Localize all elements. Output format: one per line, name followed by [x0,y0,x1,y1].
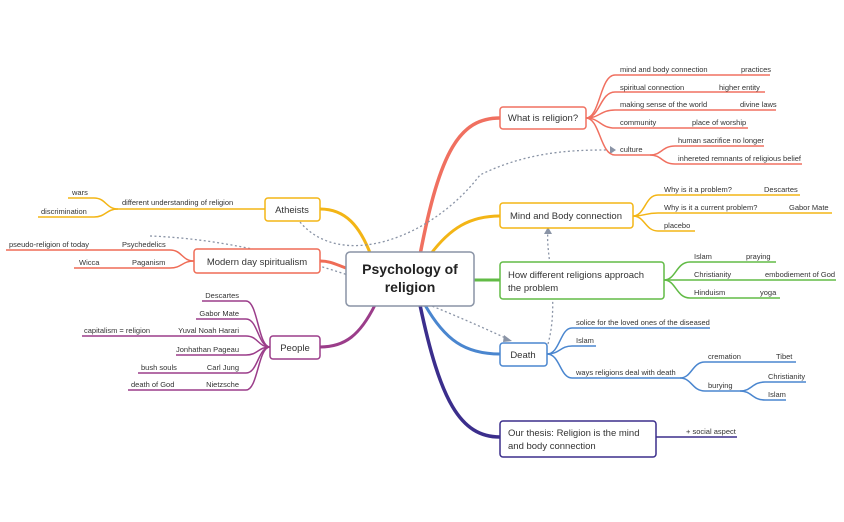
religion-item-5-sub-1[interactable]: human sacrifice no longer [678,136,764,145]
modern-item-psychedelics-sub[interactable]: pseudo-religion of today [9,240,89,249]
branch-death [423,303,502,356]
topic-mind-body[interactable]: Mind and Body connection [499,202,634,229]
religions-item-islam-sub[interactable]: praying [746,252,771,261]
topic-modern-spiritualism[interactable]: Modern day spiritualism [193,248,321,274]
relation-death-mindbody [546,231,554,345]
branch-thesis [418,303,502,439]
people-item-nietzsche[interactable]: Nietzsche [206,380,239,389]
religions-item-hinduism-sub[interactable]: yoga [760,288,777,297]
branch-what-is-religion [418,116,502,257]
relation-atheists-culture [299,149,609,247]
religions-item-islam[interactable]: Islam [694,252,712,261]
atheists-sub-discrimination[interactable]: discrimination [41,207,87,216]
people-item-nietzsche-sub[interactable]: death of God [131,380,174,389]
people-item-gabor-mate[interactable]: Gabor Mate [199,309,239,318]
religion-item-1[interactable]: mind and body connection [620,65,708,74]
death-way-cremation-tibet[interactable]: Tibet [776,352,793,361]
atheists-item[interactable]: different understanding of religion [122,198,233,207]
topic-what-is-religion[interactable]: What is religion? [499,106,587,130]
branch-mind-body [428,214,502,257]
religion-item-5-sub-2[interactable]: inhereted remnants of religious belief [678,154,802,163]
modern-item-psychedelics[interactable]: Psychedelics [122,240,166,249]
topic-thesis-line2: and body connection [508,441,596,452]
central-topic[interactable]: Psychology of religion [345,251,475,307]
topic-modern-label: Modern day spiritualism [207,257,307,268]
religion-item-5[interactable]: culture [620,145,643,154]
topic-religions-line1: How different religions approach [508,270,644,281]
death-way-burying[interactable]: burying [708,381,733,390]
branch-people [318,303,377,349]
people-item-descartes[interactable]: Descartes [205,291,239,300]
topic-atheists[interactable]: Atheists [264,197,321,222]
people-item-pageau[interactable]: Jonhathan Pageau [176,345,239,354]
topic-atheists-label: Atheists [275,205,309,216]
modern-item-paganism-sub[interactable]: Wicca [79,258,100,267]
topic-death-label: Death [510,350,535,361]
mind-body-item-1-sub[interactable]: Descartes [764,185,798,194]
religions-item-hinduism[interactable]: Hinduism [694,288,725,297]
thesis-sub-social[interactable]: + social aspect [686,427,737,436]
modern-item-paganism[interactable]: Paganism [132,258,165,267]
topic-people-label: People [280,343,310,354]
mind-body-item-1[interactable]: Why is it a problem? [664,185,732,194]
death-item-solice[interactable]: solice for the loved ones of the disease… [576,318,710,327]
topic-what-is-religion-label: What is religion? [508,113,578,124]
central-topic-line2: religion [385,279,436,295]
religion-item-3[interactable]: making sense of the world [620,100,707,109]
religions-item-christianity[interactable]: Christianity [694,270,731,279]
arrow-head-culture [610,146,616,154]
branch-modern [318,259,348,270]
topic-religions-approach[interactable]: How different religions approach the pro… [499,261,665,300]
religion-item-2-sub[interactable]: higher entity [719,83,760,92]
topic-death[interactable]: Death [499,342,548,367]
topic-thesis-line1: Our thesis: Religion is the mind [508,428,639,439]
topic-thesis[interactable]: Our thesis: Religion is the mind and bod… [499,420,657,458]
death-way-burying-christianity[interactable]: Christianity [768,372,805,381]
relation-modern-death [149,235,511,341]
topic-people[interactable]: People [269,335,321,360]
religion-item-1-sub[interactable]: practices [741,65,771,74]
people-item-harari[interactable]: Yuval Noah Harari [178,326,239,335]
religions-item-christianity-sub[interactable]: embodiement of God [765,270,835,279]
religion-item-4-sub[interactable]: place of worship [692,118,746,127]
atheists-sub-wars[interactable]: wars [71,188,88,197]
death-way-burying-islam[interactable]: Islam [768,390,786,399]
people-item-jung[interactable]: Carl Jung [207,363,239,372]
topic-religions-line2: the problem [508,283,558,294]
central-topic-line1: Psychology of [362,261,458,277]
topic-mind-body-label: Mind and Body connection [510,211,622,222]
mind-body-item-2-sub[interactable]: Gabor Mate [789,203,829,212]
people-item-jung-sub[interactable]: bush souls [141,363,177,372]
religion-item-2[interactable]: spiritual connection [620,83,684,92]
people-item-harari-sub[interactable]: capitalism = religion [84,326,150,335]
mind-body-item-2[interactable]: Why is it a current problem? [664,203,757,212]
religion-item-4[interactable]: community [620,118,657,127]
mind-body-item-3[interactable]: placebo [664,221,690,230]
arrow-head-mindbody [544,227,552,234]
arrow-head-death [503,335,512,342]
death-item-islam[interactable]: Islam [576,336,594,345]
death-way-cremation[interactable]: cremation [708,352,741,361]
religion-item-3-sub[interactable]: divine laws [740,100,777,109]
death-item-ways[interactable]: ways religions deal with death [575,368,676,377]
branch-atheists [318,207,374,260]
